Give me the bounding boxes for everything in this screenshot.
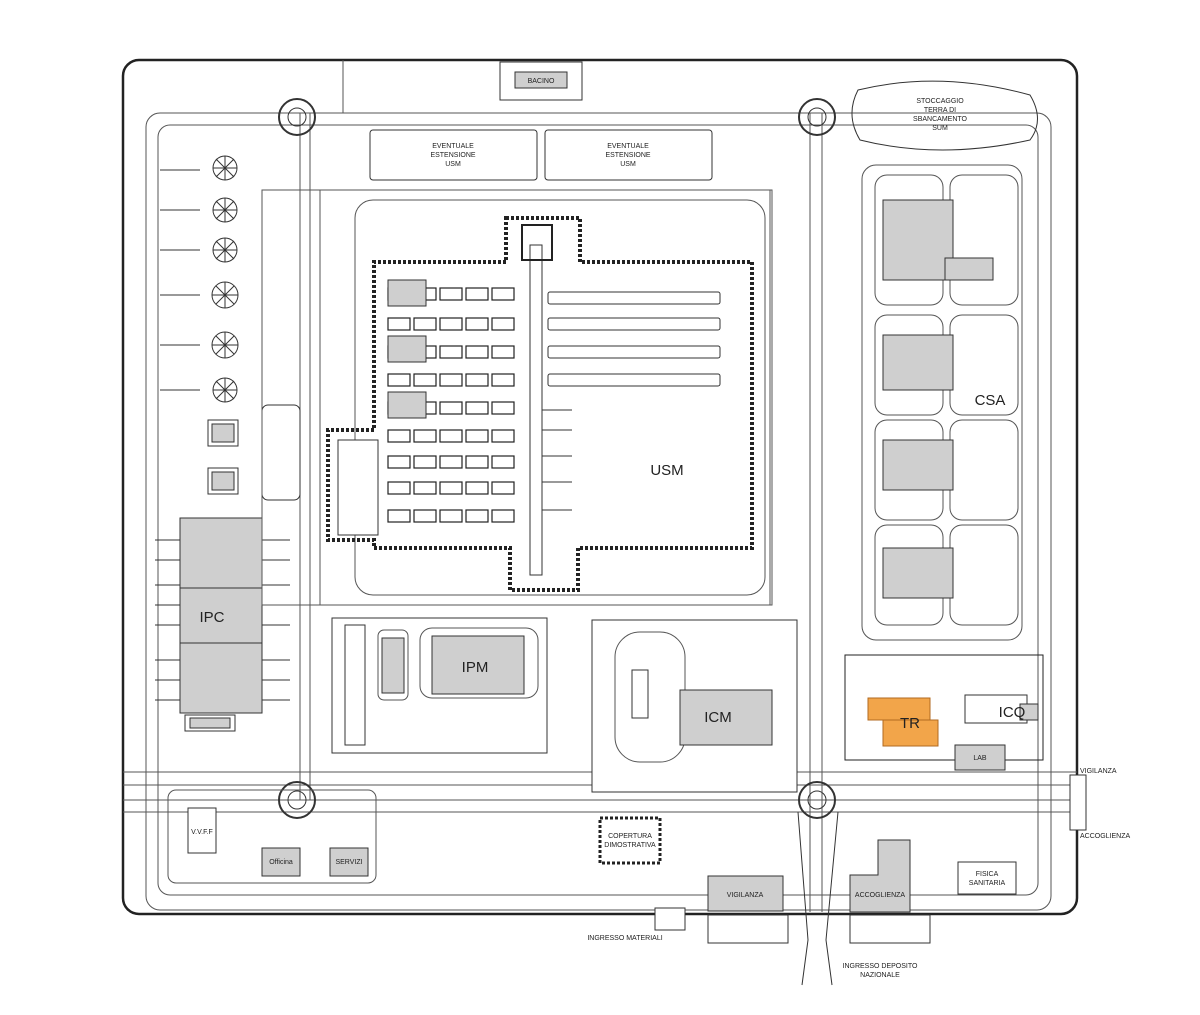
tr-building: [867, 697, 939, 747]
stoccaggio-label-2: TERRA DI: [924, 107, 956, 114]
site-boundary: [121, 58, 1079, 916]
main-gate-lane: [797, 811, 839, 986]
fisica-label-1: FISICA: [976, 871, 999, 878]
roundabout-sw: [278, 781, 316, 819]
ipc-label: IPC: [199, 609, 224, 626]
usm-cell-rows: [337, 224, 721, 576]
stoccaggio-label-4: SUM: [932, 125, 948, 132]
left-service-column: [160, 155, 301, 501]
roundabout-nw: [278, 98, 316, 136]
fisica-label-2: SANITARIA: [969, 880, 1006, 887]
estensione-right-l3: USM: [620, 161, 636, 168]
fisica-sanitaria-building: [957, 861, 1017, 895]
stoccaggio-label-3: SBANCAMENTO: [913, 116, 967, 123]
vvff-building: [187, 807, 217, 854]
tr-zone: [844, 654, 1044, 761]
ingresso-deposito-label-1: INGRESSO DEPOSITO: [843, 963, 918, 970]
ipc-building: [155, 517, 290, 732]
estensione-left-l1: EVENTUALE: [432, 143, 474, 150]
vigilanza-building: [707, 875, 784, 912]
copertura-dimostrativa: [598, 816, 662, 865]
side-vigilanza-label: VIGILANZA: [1080, 768, 1117, 775]
officina-label: Officina: [269, 859, 293, 866]
bacino-label: BACINO: [528, 78, 555, 85]
usm-label: USM: [650, 462, 683, 479]
usm-perimeter-wall: [326, 216, 754, 592]
officina-building: [261, 847, 301, 877]
vigilanza-label: VIGILANZA: [727, 892, 764, 899]
ipm-building: [331, 617, 548, 754]
estensione-left-l2: ESTENSIONE: [430, 152, 475, 159]
usm-zone-outline: [261, 189, 773, 606]
icm-building: [591, 619, 798, 793]
ipm-label: IPM: [462, 659, 489, 676]
vvff-label: V.V.F.F: [191, 829, 213, 836]
csa-area: [861, 164, 1023, 641]
accoglienza-label: ACCOGLIENZA: [855, 892, 906, 899]
ingresso-deposito-label-2: NAZIONALE: [860, 972, 900, 979]
copertura-label-2: DIMOSTRATIVA: [604, 842, 656, 849]
icq-label: ICQ: [999, 704, 1026, 721]
lab-building: [954, 744, 1006, 771]
lab-label: LAB: [973, 755, 987, 762]
csa-label: CSA: [975, 392, 1006, 409]
icm-label: ICM: [704, 709, 732, 726]
estensione-right-l1: EVENTUALE: [607, 143, 649, 150]
estensione-left: [369, 129, 538, 181]
servizi-building: [329, 847, 369, 877]
copertura-label-1: COPERTURA: [608, 833, 652, 840]
accoglienza-building: [849, 839, 911, 913]
side-accoglienza-label: ACCOGLIENZA: [1080, 833, 1131, 840]
roundabout-ne: [798, 98, 836, 136]
roundabout-se: [798, 781, 836, 819]
tr-label: TR: [900, 715, 920, 732]
estensione-right: [544, 129, 713, 181]
estensione-right-l2: ESTENSIONE: [605, 152, 650, 159]
stoccaggio-area: [851, 80, 1038, 151]
stoccaggio-label-1: STOCCAGGIO: [916, 98, 964, 105]
servizi-label: SERVIZI: [335, 859, 362, 866]
ingresso-materiali-label: INGRESSO MATERIALI: [587, 935, 662, 942]
estensione-left-l3: USM: [445, 161, 461, 168]
